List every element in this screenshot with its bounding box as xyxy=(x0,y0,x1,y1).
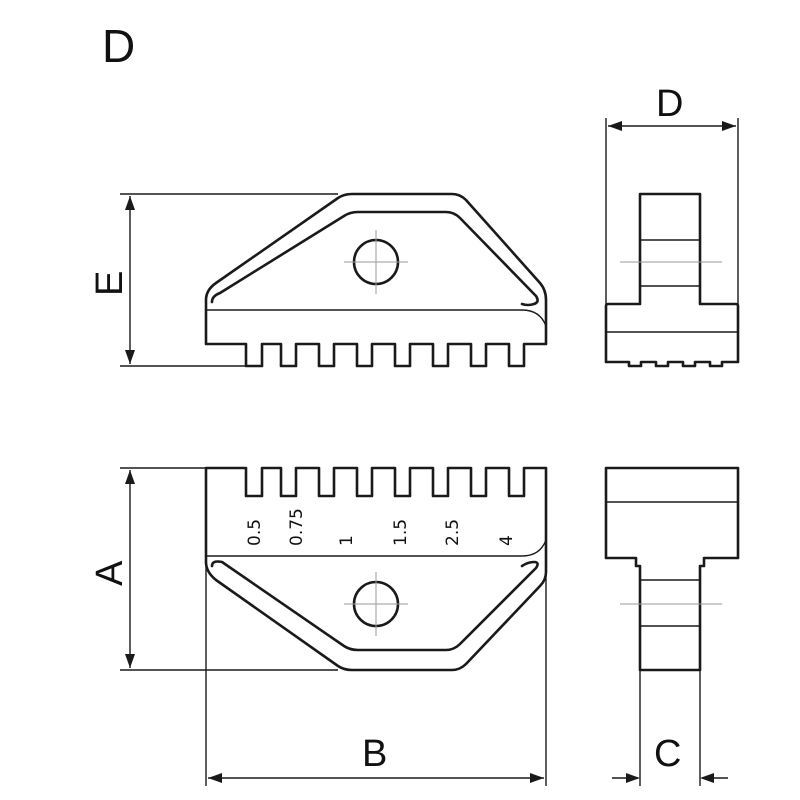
upper-die-side-view xyxy=(604,192,740,368)
wire-size-label: 1 xyxy=(337,535,357,546)
drawing-title: D xyxy=(102,20,135,72)
upper-die-ledge xyxy=(206,309,547,327)
dimension-c: C xyxy=(612,670,728,786)
dimension-a: A xyxy=(89,467,338,671)
lower-die-ledge xyxy=(206,539,547,557)
wire-size-labels: 0.5 0.75 1 1.5 2.5 4 xyxy=(245,508,517,546)
dimension-d: D xyxy=(605,83,739,304)
wire-size-label: 0.75 xyxy=(287,508,307,546)
dimension-e-label: E xyxy=(89,271,131,296)
dimension-e: E xyxy=(89,193,338,367)
lower-die-front-view: 0.5 0.75 1 1.5 2.5 4 xyxy=(204,466,548,672)
upper-die-side-outline xyxy=(604,192,740,368)
upper-die-recess xyxy=(210,210,539,307)
upper-die-outline xyxy=(204,192,548,368)
upper-die-front-view xyxy=(204,192,548,368)
dimension-c-label: C xyxy=(654,733,681,775)
lower-die-outline xyxy=(204,466,548,672)
wire-size-label: 4 xyxy=(497,535,517,546)
dimension-a-label: A xyxy=(89,560,131,586)
lower-die-recess xyxy=(210,560,539,652)
wire-size-label: 2.5 xyxy=(443,519,463,546)
wire-size-label: 0.5 xyxy=(245,519,265,546)
dimension-d-label: D xyxy=(656,83,683,125)
lower-die-side-view xyxy=(604,466,740,672)
lower-die-side-outline xyxy=(604,466,740,672)
dimension-b: B xyxy=(205,562,547,786)
dimension-b-label: B xyxy=(362,733,387,775)
wire-size-label: 1.5 xyxy=(391,519,411,546)
